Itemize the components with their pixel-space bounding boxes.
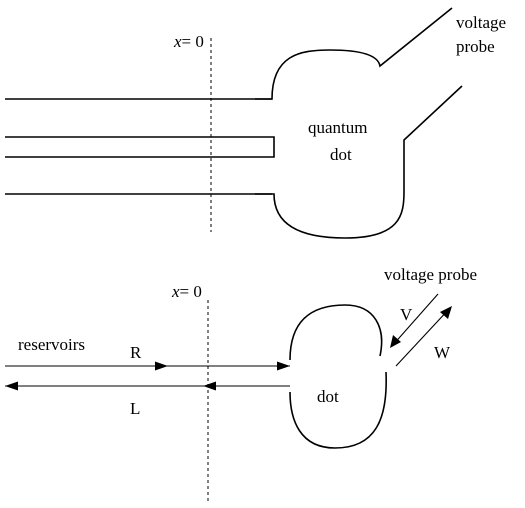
top-dot-label-line2: dot <box>330 145 352 164</box>
bottom-w-label: W <box>434 343 451 362</box>
bottom-w-arrow-line <box>395 307 451 367</box>
bottom-r-label: R <box>130 343 142 362</box>
top-center-gate <box>5 136 275 158</box>
bottom-dot-outline-lower <box>289 371 387 449</box>
bottom-w-arrowhead <box>440 306 452 319</box>
bottom-probe-label: voltage probe <box>384 265 477 284</box>
top-x0-label: x= 0 <box>173 32 204 51</box>
bottom-panel: x= 0 reservoirs R L dot voltage probe V … <box>5 265 477 504</box>
top-panel: x= 0 voltage probe quantum dot <box>5 7 506 239</box>
bottom-r-arrowhead-end <box>277 361 290 371</box>
bottom-v-label: V <box>400 305 413 324</box>
top-probe-label-line2: probe <box>456 37 495 56</box>
bottom-dot-label: dot <box>317 387 339 406</box>
bottom-reservoirs-label: reservoirs <box>18 335 85 354</box>
bottom-v-arrow-line <box>391 293 439 347</box>
top-dot-upper-outline <box>255 7 453 100</box>
top-probe-label-line1: voltage <box>456 13 506 32</box>
bottom-l-arrowhead-mid <box>203 381 216 391</box>
top-dot-lower-outline <box>255 85 463 239</box>
bottom-dot-outline <box>289 304 383 361</box>
bottom-l-label: L <box>130 399 140 418</box>
bottom-x0-label: x= 0 <box>171 282 202 301</box>
bottom-r-arrowhead-mid <box>155 361 168 371</box>
bottom-v-arrowhead <box>390 335 401 348</box>
top-dot-label-line1: quantum <box>308 118 368 137</box>
bottom-l-arrowhead-end <box>5 381 18 391</box>
